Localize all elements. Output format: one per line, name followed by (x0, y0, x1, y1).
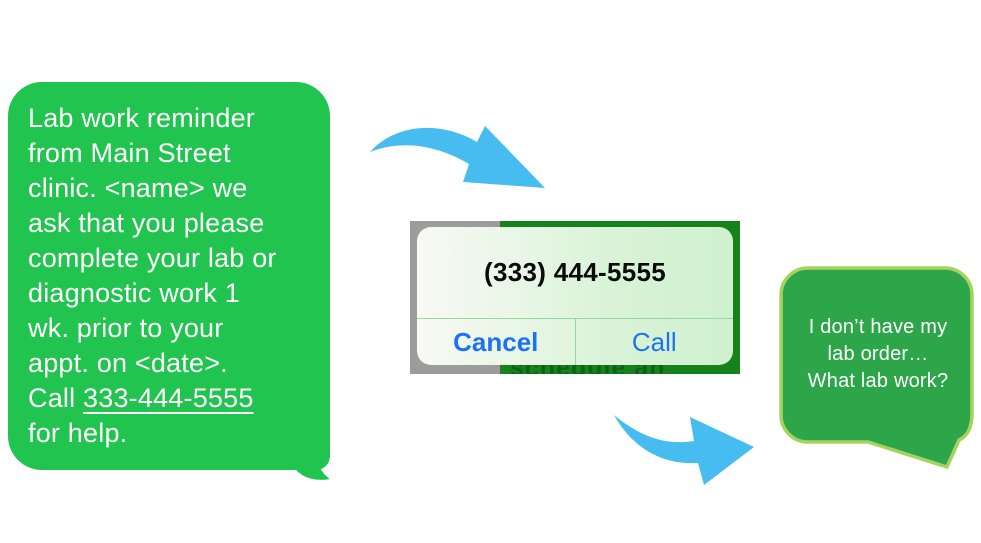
sms-text-line: from Main Street (28, 138, 231, 168)
cancel-button[interactable]: Cancel (417, 319, 575, 365)
phone-number-link[interactable]: 333-444-5555 (83, 383, 254, 413)
call-prefix-text: Call (28, 383, 84, 413)
reply-text-line: I don’t have my (808, 316, 948, 338)
bubble-tail-shape (294, 450, 330, 480)
flow-arrow-top (370, 126, 545, 188)
sms-text-line: for help. (28, 418, 128, 448)
sms-text-line: clinic. <name> we (28, 173, 248, 203)
bubble-tail (294, 450, 330, 480)
call-dialog-screenshot: schedule an (333) 444-5555 Cancel Call (410, 221, 740, 374)
reply-bubble-shape (779, 266, 974, 470)
sms-call-line: Call 333-444-5555 (28, 381, 312, 416)
alert-phone-number: (333) 444-5555 (484, 257, 666, 287)
sms-text-line: complete your lab or (28, 243, 277, 273)
sms-text-line: diagnostic work 1 (28, 278, 241, 308)
sms-text-line: appt. on <date>. (28, 348, 228, 378)
flow-arrow-bottom (614, 415, 754, 485)
flow-arrow-top-shape (370, 126, 545, 188)
sms-text-line: Lab work reminder (28, 103, 255, 133)
call-button[interactable]: Call (574, 319, 734, 365)
flow-arrow-bottom-shape (614, 415, 754, 485)
sms-reminder-bubble: Lab work reminder from Main Street clini… (8, 82, 330, 470)
reply-text: I don’t have my lab order… What lab work… (786, 267, 970, 442)
call-alert: (333) 444-5555 Cancel Call (417, 227, 733, 365)
sms-text-line: wk. prior to your (28, 313, 224, 343)
reply-text-line: What lab work? (807, 370, 949, 392)
sms-text-line: ask that you please (28, 208, 265, 238)
reply-text-line: lab order… (827, 343, 929, 365)
reply-bubble-path (779, 266, 974, 470)
alert-button-row: Cancel Call (417, 318, 733, 365)
reply-bubble: I don’t have my lab order… What lab work… (778, 265, 978, 477)
